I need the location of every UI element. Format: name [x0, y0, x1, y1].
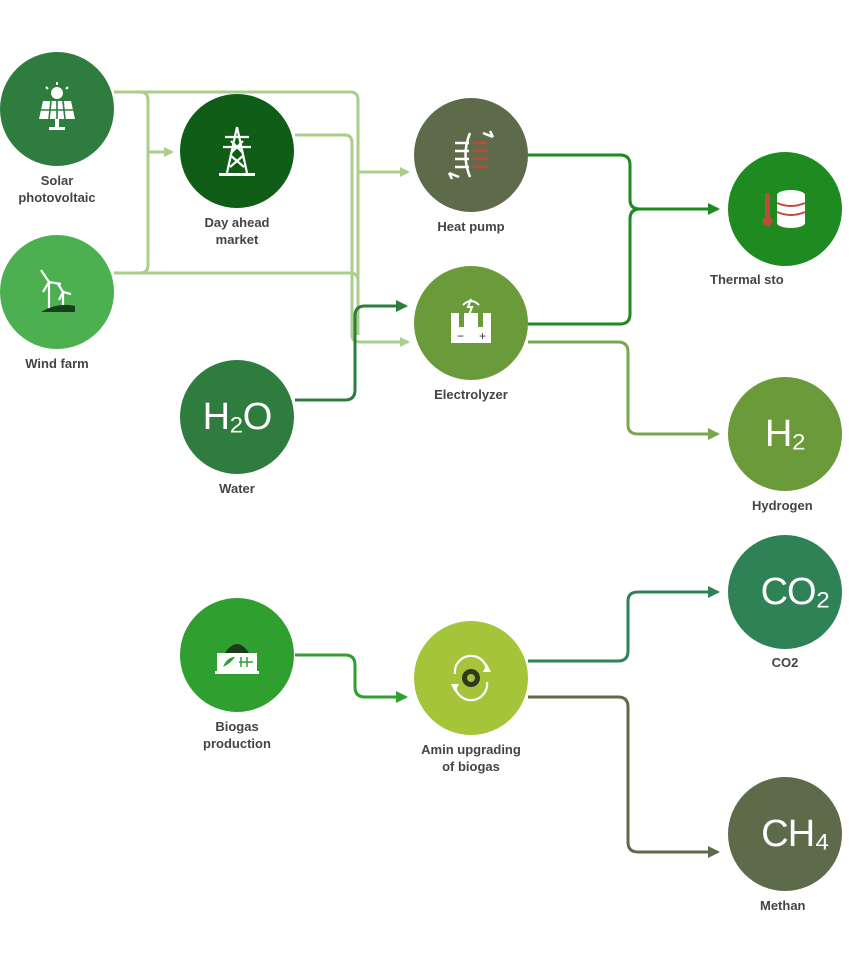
node-methane[interactable]: CH₄ [728, 777, 842, 891]
node-market[interactable] [180, 94, 294, 208]
edge-electrolyzer-to-thermal [528, 207, 641, 326]
label-wind: Wind farm [25, 356, 89, 371]
svg-text:−: − [457, 329, 464, 343]
upgrade-cycle-icon [451, 654, 491, 702]
node-electrolyzer[interactable]: − + [414, 266, 528, 380]
edge-amin-to-co2 [528, 586, 720, 663]
node-heatpump[interactable] [414, 98, 528, 212]
label-market: Day ahead market [204, 215, 270, 247]
hydrogen-formula: H₂ [764, 412, 806, 455]
wind-turbine-icon [40, 269, 75, 312]
thermal-storage-icon [762, 190, 806, 228]
label-solar: Solar photovoltaic [18, 173, 96, 205]
node-wind[interactable] [0, 235, 114, 349]
node-thermal[interactable] [728, 152, 842, 266]
methane-formula: CH₄ [761, 812, 829, 855]
edge-biogas-to-amin [295, 653, 408, 703]
node-hydrogen[interactable]: H₂ [728, 377, 842, 491]
svg-text:+: + [479, 329, 486, 343]
electrolyzer-icon: − + [451, 298, 491, 343]
edge-solar-to-market [139, 90, 150, 275]
solar-panel-icon [39, 82, 75, 130]
edge-amin-to-methane [528, 695, 720, 858]
node-co2[interactable]: CO₂ [728, 535, 842, 649]
edge-wind-bus [114, 271, 360, 282]
label-biogas: Biogas production [203, 719, 271, 751]
edge-market-bus [295, 133, 354, 335]
node-water[interactable]: H₂O [180, 360, 294, 474]
node-solar[interactable] [0, 52, 114, 166]
label-amin: Amin upgrading of biogas [421, 742, 521, 774]
edge-solar-bus [114, 90, 360, 335]
biogas-plant-icon [215, 644, 259, 674]
edge-water-to-electrolyzer [295, 300, 408, 402]
edge-to-electrolyzer [350, 334, 410, 347]
label-thermal: Thermal sto [710, 272, 784, 287]
label-electrolyzer: Electrolyzer [434, 387, 508, 402]
edge-electrolyzer-to-hydrogen [528, 340, 720, 440]
label-hydrogen: Hydrogen [752, 498, 813, 513]
label-heatpump: Heat pump [437, 219, 505, 234]
label-co2: CO2 [771, 655, 799, 670]
water-formula: H₂O [202, 395, 273, 438]
flow-diagram [114, 90, 720, 858]
label-methane: Methan [760, 898, 806, 913]
node-biogas[interactable] [180, 598, 294, 712]
label-water: Water [219, 481, 255, 496]
power-pylon-icon [219, 126, 255, 176]
co2-formula: CO₂ [760, 570, 831, 613]
heat-pump-icon [447, 130, 495, 180]
node-amin[interactable] [414, 621, 528, 735]
edge-heatpump-to-thermal [528, 153, 720, 215]
